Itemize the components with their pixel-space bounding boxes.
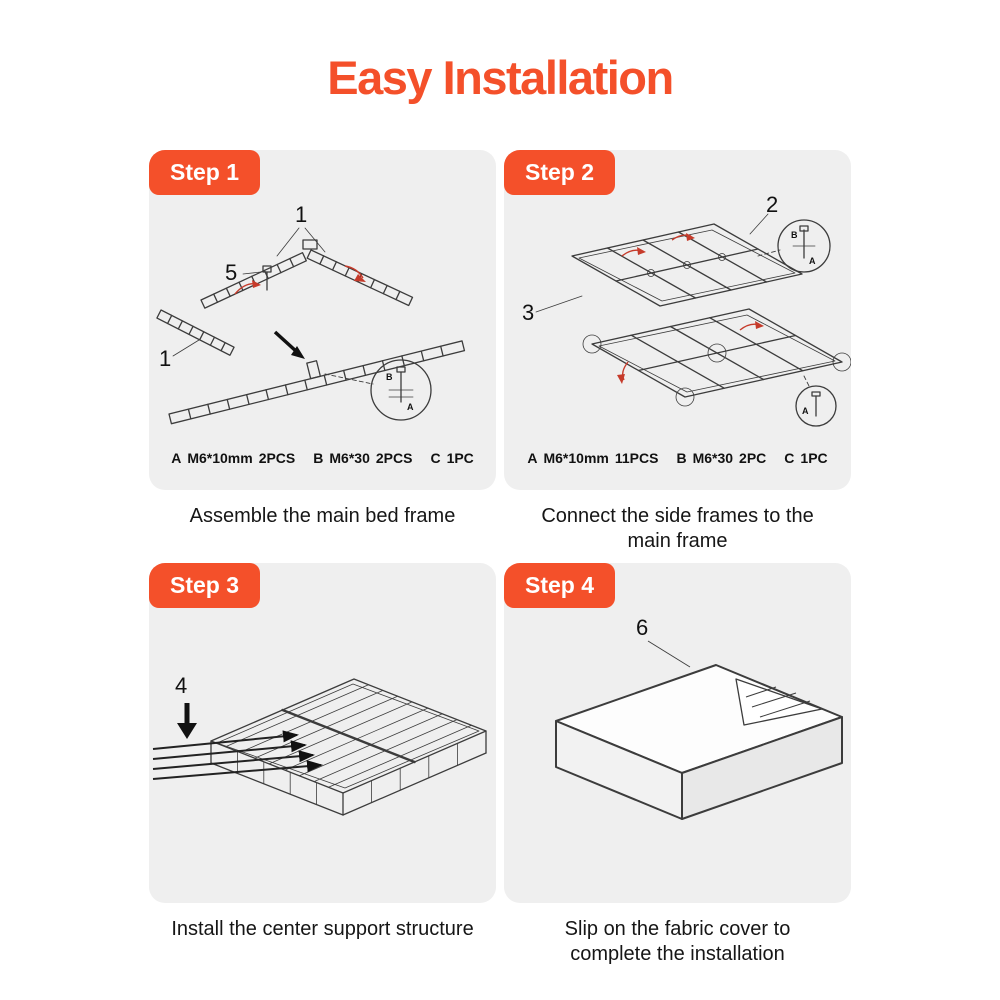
step-3-illustration: 4 [152,673,487,816]
step-4-card: Step 4 6 [504,563,851,903]
part-label-4: 4 [175,673,187,698]
fabric-cover-drawing [555,640,843,820]
side-frame-drawing [535,213,851,427]
step-1-caption: Assemble the main bed frame [189,505,456,527]
step-4-illustration: 6 [555,615,843,820]
detail-label-a: A [809,256,816,266]
box-spring-frame-drawing [210,678,487,816]
step-3: Step 3 [149,563,496,976]
part-label-1b: 1 [159,346,171,371]
step-4-badge: Step 4 [504,563,616,608]
step-1: Step 1 [149,150,496,563]
detail-label-a2: A [802,406,809,416]
step-2-badge: Step 2 [504,150,616,195]
part-label-2: 2 [766,194,778,217]
bolt-detail-callout [777,219,831,273]
step-1-badge: Step 1 [149,150,261,195]
step-2: Step 2 [504,150,851,563]
step-3-caption: Install the center support structure [171,918,474,940]
step-1-card: Step 1 [149,150,496,490]
part-label-1: 1 [295,202,307,227]
part-label-5: 5 [225,260,237,285]
step-1-illustration: 1 1 5 B A [156,202,466,425]
bolt-detail-callout [370,359,432,421]
detail-label-a: A [407,402,414,412]
bed-frame-parts-drawing [156,227,466,425]
detail-label-b: B [386,372,393,382]
detail-label-b: B [791,230,798,240]
step-2-card: Step 2 [504,150,851,490]
screw-detail-callout [795,385,837,427]
steps-grid: Step 1 [149,150,851,976]
insert-arrow [273,330,305,359]
step-4-caption: Slip on the fabric cover to complete the… [564,918,791,965]
page-title: Easy Installation [327,51,674,104]
step-3-card: Step 3 [149,563,496,903]
center-support-bars [152,730,323,780]
part-label-3: 3 [522,300,534,325]
step-3-badge: Step 3 [149,563,261,608]
step-4: Step 4 6 [504,563,851,976]
part-label-6: 6 [636,615,648,640]
insert-down-arrow [177,703,197,739]
step-2-caption: Connect the side frames to the main fram… [541,505,814,552]
step-2-illustration: 2 3 B A A [522,194,851,427]
